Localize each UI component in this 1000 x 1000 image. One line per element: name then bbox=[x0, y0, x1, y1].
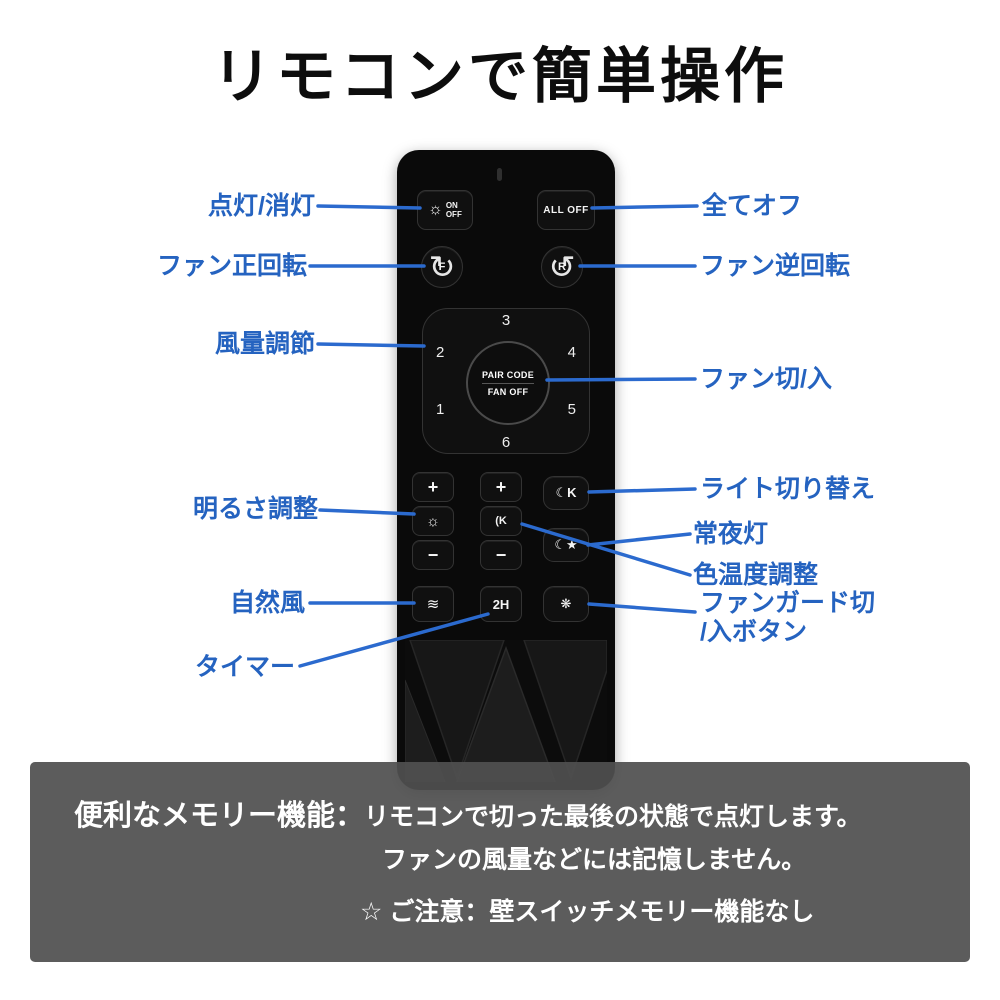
plus-icon: + bbox=[495, 476, 507, 497]
fan-icon: ❋ bbox=[560, 596, 572, 611]
divider bbox=[482, 382, 534, 384]
pair-code-label: PAIR CODE bbox=[481, 369, 535, 380]
fan-reverse-letter: R bbox=[558, 261, 566, 273]
rotate-cw-icon: ↻ bbox=[428, 249, 456, 285]
label-air-volume: 風量調節 bbox=[214, 330, 315, 358]
power-on-label: ON bbox=[445, 200, 458, 210]
speed-6[interactable]: 6 bbox=[501, 434, 511, 451]
speaker-grille bbox=[405, 640, 607, 782]
remote-control: ☼ ON OFF ALL OFF ↻ F ↺ R 3 2 4 1 5 6 PAI… bbox=[397, 150, 615, 790]
memory-note-line1: 便利なメモリー機能：リモコンで切った最後の状態で点灯します。 bbox=[74, 792, 862, 834]
label-light-switch: ライト切り替え bbox=[700, 475, 876, 503]
moon-star-icon: ☾★ bbox=[554, 537, 578, 552]
night-light-button[interactable]: ☾★ bbox=[543, 528, 589, 562]
minus-icon: − bbox=[427, 544, 439, 565]
sun-icon: ☼ bbox=[426, 512, 440, 530]
color-temp-plus-button[interactable]: + bbox=[480, 472, 522, 502]
label-night-light: 常夜灯 bbox=[693, 520, 769, 548]
moon-k-icon: ☾K bbox=[555, 485, 577, 500]
label-fan-onoff: ファン切/入 bbox=[700, 365, 832, 393]
brightness-minus-button[interactable]: − bbox=[412, 540, 454, 570]
caution-note: ☆ ご注意：壁スイッチメモリー機能なし bbox=[360, 898, 815, 926]
gear-icon: ☼ bbox=[428, 201, 443, 218]
label-color-temp: 色温度調整 bbox=[693, 561, 819, 589]
plus-icon: + bbox=[427, 476, 439, 497]
fan-guard-button[interactable]: ❋ bbox=[543, 586, 589, 622]
pair-code-fan-off-button[interactable]: PAIR CODE FAN OFF bbox=[466, 341, 550, 425]
memory-note-text2: ファンの風量などには記憶しません。 bbox=[382, 846, 807, 874]
label-brightness: 明るさ調整 bbox=[192, 495, 318, 523]
natural-wind-button[interactable]: ≋ bbox=[412, 586, 454, 622]
speed-4[interactable]: 4 bbox=[567, 344, 576, 361]
power-onoff-button[interactable]: ☼ ON OFF bbox=[417, 190, 473, 230]
label-timer: タイマー bbox=[194, 653, 295, 681]
light-switch-button[interactable]: ☾K bbox=[543, 476, 589, 510]
speed-1[interactable]: 1 bbox=[436, 401, 445, 418]
minus-icon: − bbox=[495, 544, 507, 565]
label-light-onoff: 点灯/消灯 bbox=[208, 192, 315, 220]
brightness-plus-button[interactable]: + bbox=[412, 472, 454, 502]
label-fan-guard: ファンガード切 /入ボタン bbox=[700, 589, 876, 646]
timer-button[interactable]: 2H bbox=[480, 586, 522, 622]
all-off-button[interactable]: ALL OFF bbox=[537, 190, 595, 230]
fan-off-label: FAN OFF bbox=[487, 386, 529, 397]
all-off-label: ALL OFF bbox=[543, 204, 589, 216]
color-temp-minus-button[interactable]: − bbox=[480, 540, 522, 570]
speed-2[interactable]: 2 bbox=[436, 344, 445, 361]
speed-3[interactable]: 3 bbox=[501, 312, 511, 329]
memory-note-box: 便利なメモリー機能：リモコンで切った最後の状態で点灯します。 ファンの風量などに… bbox=[30, 762, 970, 962]
label-all-off: 全てオフ bbox=[702, 192, 803, 220]
fan-reverse-button[interactable]: ↺ R bbox=[541, 246, 583, 288]
page-title: リモコンで簡単操作 bbox=[212, 42, 788, 112]
speed-5[interactable]: 5 bbox=[567, 401, 576, 418]
power-off-label: OFF bbox=[445, 210, 462, 219]
ir-led bbox=[497, 168, 502, 181]
rotate-ccw-icon: ↺ bbox=[548, 249, 576, 285]
waves-icon: ≋ bbox=[426, 596, 440, 613]
fan-forward-letter: F bbox=[438, 261, 446, 273]
memory-note-text1: リモコンで切った最後の状態で点灯します。 bbox=[364, 803, 862, 831]
timer-2h-label: 2H bbox=[492, 596, 510, 612]
kelvin-icon: (K bbox=[495, 515, 507, 527]
label-fan-reverse: ファン逆回転 bbox=[700, 252, 851, 280]
fan-forward-button[interactable]: ↻ F bbox=[421, 246, 463, 288]
power-onoff-label: ON OFF bbox=[446, 201, 462, 219]
label-natural-wind: 自然風 bbox=[229, 589, 305, 617]
brightness-button[interactable]: ☼ bbox=[412, 506, 454, 536]
speed-pad[interactable]: 3 2 4 1 5 6 PAIR CODE FAN OFF bbox=[422, 308, 590, 454]
color-temp-button[interactable]: (K bbox=[480, 506, 522, 536]
memory-note-heading: 便利なメモリー機能： bbox=[74, 800, 365, 832]
label-fan-forward: ファン正回転 bbox=[156, 252, 307, 280]
